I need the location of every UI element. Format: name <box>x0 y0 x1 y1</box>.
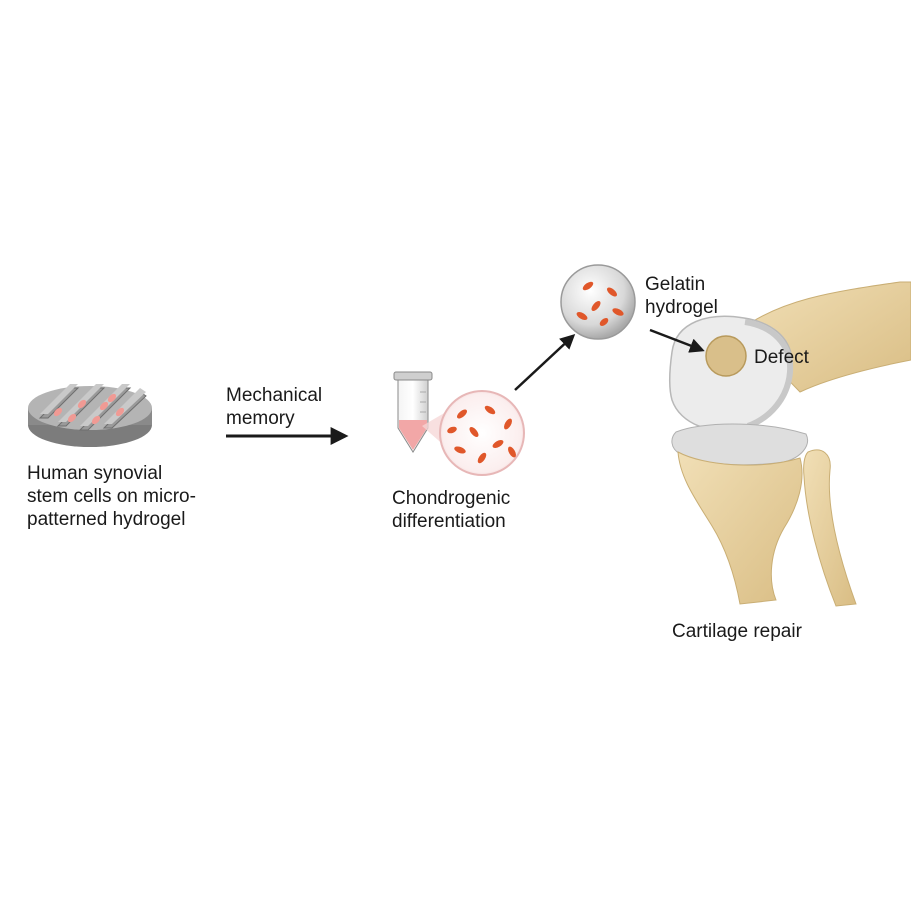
magnified-cells-icon <box>439 390 525 476</box>
label-source-line2: stem cells on micro- <box>27 486 196 507</box>
label-source-line3: patterned hydrogel <box>27 509 186 530</box>
micropatterned-hydrogel-icon <box>28 384 152 447</box>
label-cartilage-repair: Cartilage repair <box>672 621 802 642</box>
label-source-line1: Human synovial <box>27 463 163 484</box>
defect-spot <box>705 335 747 377</box>
arrow-to-defect <box>649 328 705 353</box>
knee-joint-icon <box>668 281 911 607</box>
label-defect: Defect <box>754 347 809 368</box>
label-mechanical-memory: Mechanical memory <box>226 384 322 430</box>
arrow-to-hydrogel <box>514 333 576 391</box>
label-hydrogel-line1: Gelatin <box>645 274 706 295</box>
tube-icon <box>393 371 433 453</box>
label-differentiation: Chondrogenic differentiation <box>392 487 510 533</box>
label-differentiation-line1: Chondrogenic <box>392 488 511 509</box>
label-gelatin-hydrogel: Gelatin hydrogel <box>645 273 718 319</box>
label-hydrogel-line2: hydrogel <box>645 297 718 318</box>
label-source: Human synovial stem cells on micro- patt… <box>27 462 196 531</box>
label-arrow1-line1: Mechanical <box>226 385 323 406</box>
label-arrow1-line2: memory <box>226 408 295 429</box>
gelatin-hydrogel-sphere-icon <box>560 264 636 340</box>
label-differentiation-line2: differentiation <box>392 511 506 532</box>
